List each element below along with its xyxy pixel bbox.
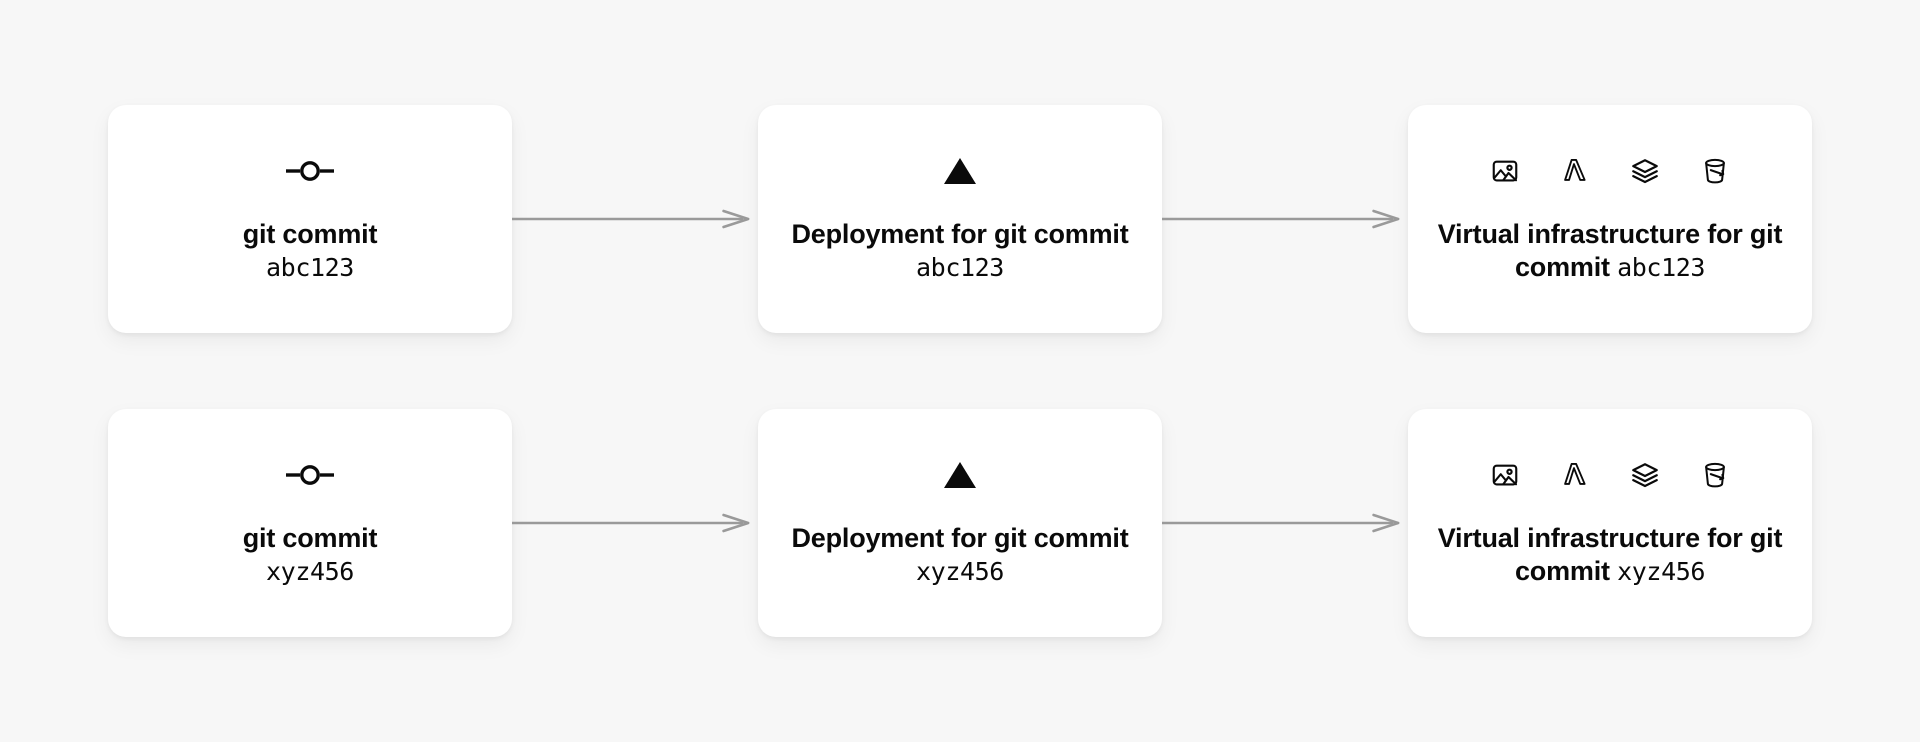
stage-label-commit-hash: xyz456	[266, 557, 354, 586]
stage-icon-row	[943, 154, 977, 188]
vercel-triangle-icon	[943, 460, 977, 490]
flow-arrow	[512, 105, 758, 333]
stage-label: Virtual infrastructure for git commit ab…	[1434, 218, 1786, 285]
git-commit-icon	[284, 462, 336, 488]
image-icon	[1490, 460, 1520, 490]
stage-label-title: Deployment for git commit	[791, 522, 1129, 553]
stage-label-commit-hash: xyz456	[1617, 557, 1706, 586]
layers-icon	[1630, 460, 1660, 490]
lambda-icon	[1560, 156, 1590, 186]
stage-card-virtual-infrastructure[interactable]: Virtual infrastructure for git commit ab…	[1408, 105, 1812, 333]
stage-icon-row	[943, 458, 977, 492]
stage-card-deployment[interactable]: Deployment for git commit abc123	[758, 105, 1162, 333]
stage-label-commit-hash: xyz456	[916, 557, 1004, 586]
flow-arrow-svg	[512, 206, 758, 232]
stage-card-git-commit[interactable]: git commit abc123	[108, 105, 512, 333]
flow-arrow	[1162, 105, 1408, 333]
stage-icon-row	[284, 458, 336, 492]
stage-label-title: git commit	[242, 522, 378, 553]
stage-label: Deployment for git commit abc123	[784, 218, 1136, 285]
stage-icon-row	[1490, 458, 1730, 492]
stage-label-commit-hash: abc123	[266, 253, 354, 282]
git-commit-icon	[284, 158, 336, 184]
stage-label: Virtual infrastructure for git commit xy…	[1434, 522, 1786, 589]
stage-icon-row	[284, 154, 336, 188]
layers-icon	[1630, 156, 1660, 186]
stage-label-title: Deployment for git commit	[791, 218, 1129, 249]
lambda-icon	[1560, 460, 1590, 490]
stage-label-commit-hash: abc123	[1617, 253, 1706, 282]
stage-icon-row	[1490, 154, 1730, 188]
stage-label: Deployment for git commit xyz456	[784, 522, 1136, 589]
image-icon	[1490, 156, 1520, 186]
bucket-icon	[1700, 460, 1730, 490]
flow-arrow-svg	[1162, 510, 1408, 536]
flow-arrow-svg	[1162, 206, 1408, 232]
flow-arrow	[512, 409, 758, 637]
stage-label: git commit abc123	[243, 218, 378, 285]
bucket-icon	[1700, 156, 1730, 186]
flow-arrow-svg	[512, 510, 758, 536]
stage-label-title: git commit	[242, 218, 378, 249]
stage-label-title: Virtual infrastructure for git commit	[1437, 218, 1783, 282]
stage-label-commit-hash: abc123	[916, 253, 1004, 282]
stage-card-git-commit[interactable]: git commit xyz456	[108, 409, 512, 637]
stage-card-virtual-infrastructure[interactable]: Virtual infrastructure for git commit xy…	[1408, 409, 1812, 637]
stage-label: git commit xyz456	[243, 522, 378, 589]
stage-label-title: Virtual infrastructure for git commit	[1437, 522, 1783, 586]
stage-card-deployment[interactable]: Deployment for git commit xyz456	[758, 409, 1162, 637]
flow-arrow	[1162, 409, 1408, 637]
vercel-triangle-icon	[943, 156, 977, 186]
